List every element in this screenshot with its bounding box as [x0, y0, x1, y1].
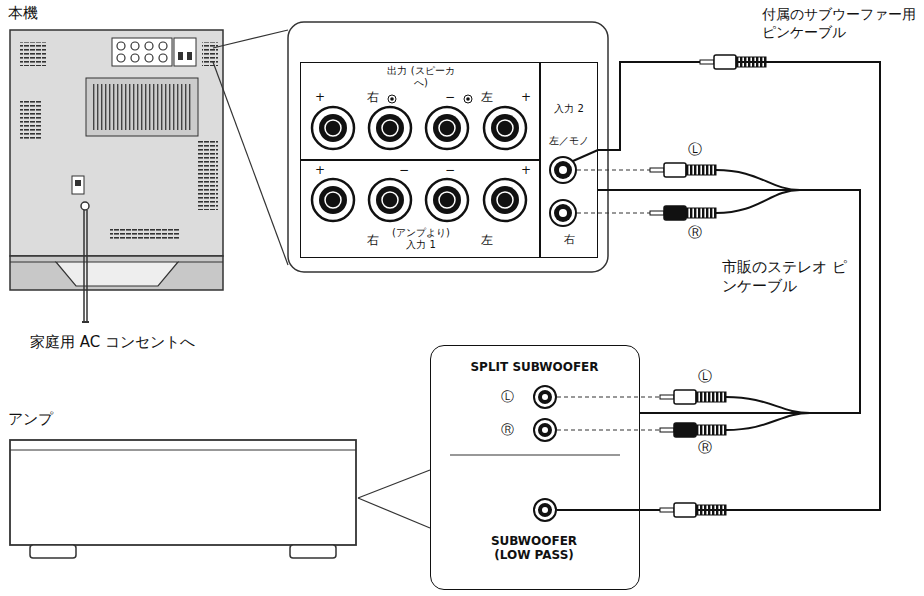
panel-heading: SPLIT SUBWOOFER [431, 360, 638, 374]
zoom-leader [358, 470, 430, 528]
subwoofer-unit [10, 30, 223, 290]
polarity-mark: + [521, 90, 531, 104]
channel-mark: Ⓡ [501, 422, 514, 438]
power-cord [82, 210, 89, 322]
channel-mark: Ⓡ [698, 439, 712, 457]
cable-label: 付属のサブウーファー用 ピンケーブル [762, 6, 920, 41]
terminal-box: アンプ [8, 408, 360, 560]
polarity-mark: − [445, 163, 455, 177]
panel-divider [450, 454, 620, 455]
amplifier [10, 440, 356, 558]
jack-label: 右 [542, 233, 596, 246]
channel-label: 左 [481, 90, 493, 104]
amp-panel-ground [430, 345, 640, 590]
channel-mark: Ⓛ [688, 141, 702, 159]
input-jacks [550, 157, 576, 226]
channel-label: 左 [481, 233, 493, 247]
channel-label: 右 [367, 90, 379, 104]
terminal-box: + − − + 右 (アンプより) 入力 1 左 [300, 160, 540, 258]
terminal-box: 本機 [8, 4, 225, 294]
terminal-box: SPLIT SUBWOOFER Ⓛ Ⓡ SUBWOOFER (LOW PASS) [430, 345, 640, 590]
insertion-lines [557, 170, 660, 430]
channel-mark: Ⓡ [688, 224, 702, 242]
channel-label: 右 [367, 233, 379, 247]
polarity-mark: − [445, 90, 455, 104]
power-note: 家庭用 AC コンセントへ [30, 333, 195, 352]
cable-branches [557, 150, 810, 510]
terminal-group-title: 入力 2 [542, 103, 596, 115]
polarity-mark: + [315, 163, 325, 177]
polarity-mark: + [521, 163, 531, 177]
channel-mark: Ⓛ [698, 368, 712, 386]
channel-mark: Ⓛ [501, 389, 514, 405]
jack-label: 左／モノ [542, 135, 596, 147]
zoom-leader [213, 30, 288, 265]
cable [598, 190, 860, 413]
cable [598, 62, 880, 510]
terminal-group-title: (アンプより) 入力 1 [386, 227, 456, 251]
terminal-box: 出力 (スピーカへ) + 右 − 左 + [300, 62, 540, 160]
cable-label: 市販のステレオ ピンケーブル [722, 258, 847, 296]
zoom-panel [288, 22, 608, 272]
terminal-group-title: 出力 (スピーカへ) [386, 65, 456, 89]
polarity-mark: + [315, 90, 325, 104]
terminal-box: 入力 2 左／モノ右 [540, 62, 598, 258]
output-jacks [534, 386, 556, 521]
amp-title: アンプ [8, 410, 53, 428]
jack-label: SUBWOOFER (LOW PASS) [484, 534, 584, 563]
polarity-mark: − [399, 163, 409, 177]
unit-title: 本機 [8, 4, 38, 22]
binding-posts [312, 95, 526, 221]
